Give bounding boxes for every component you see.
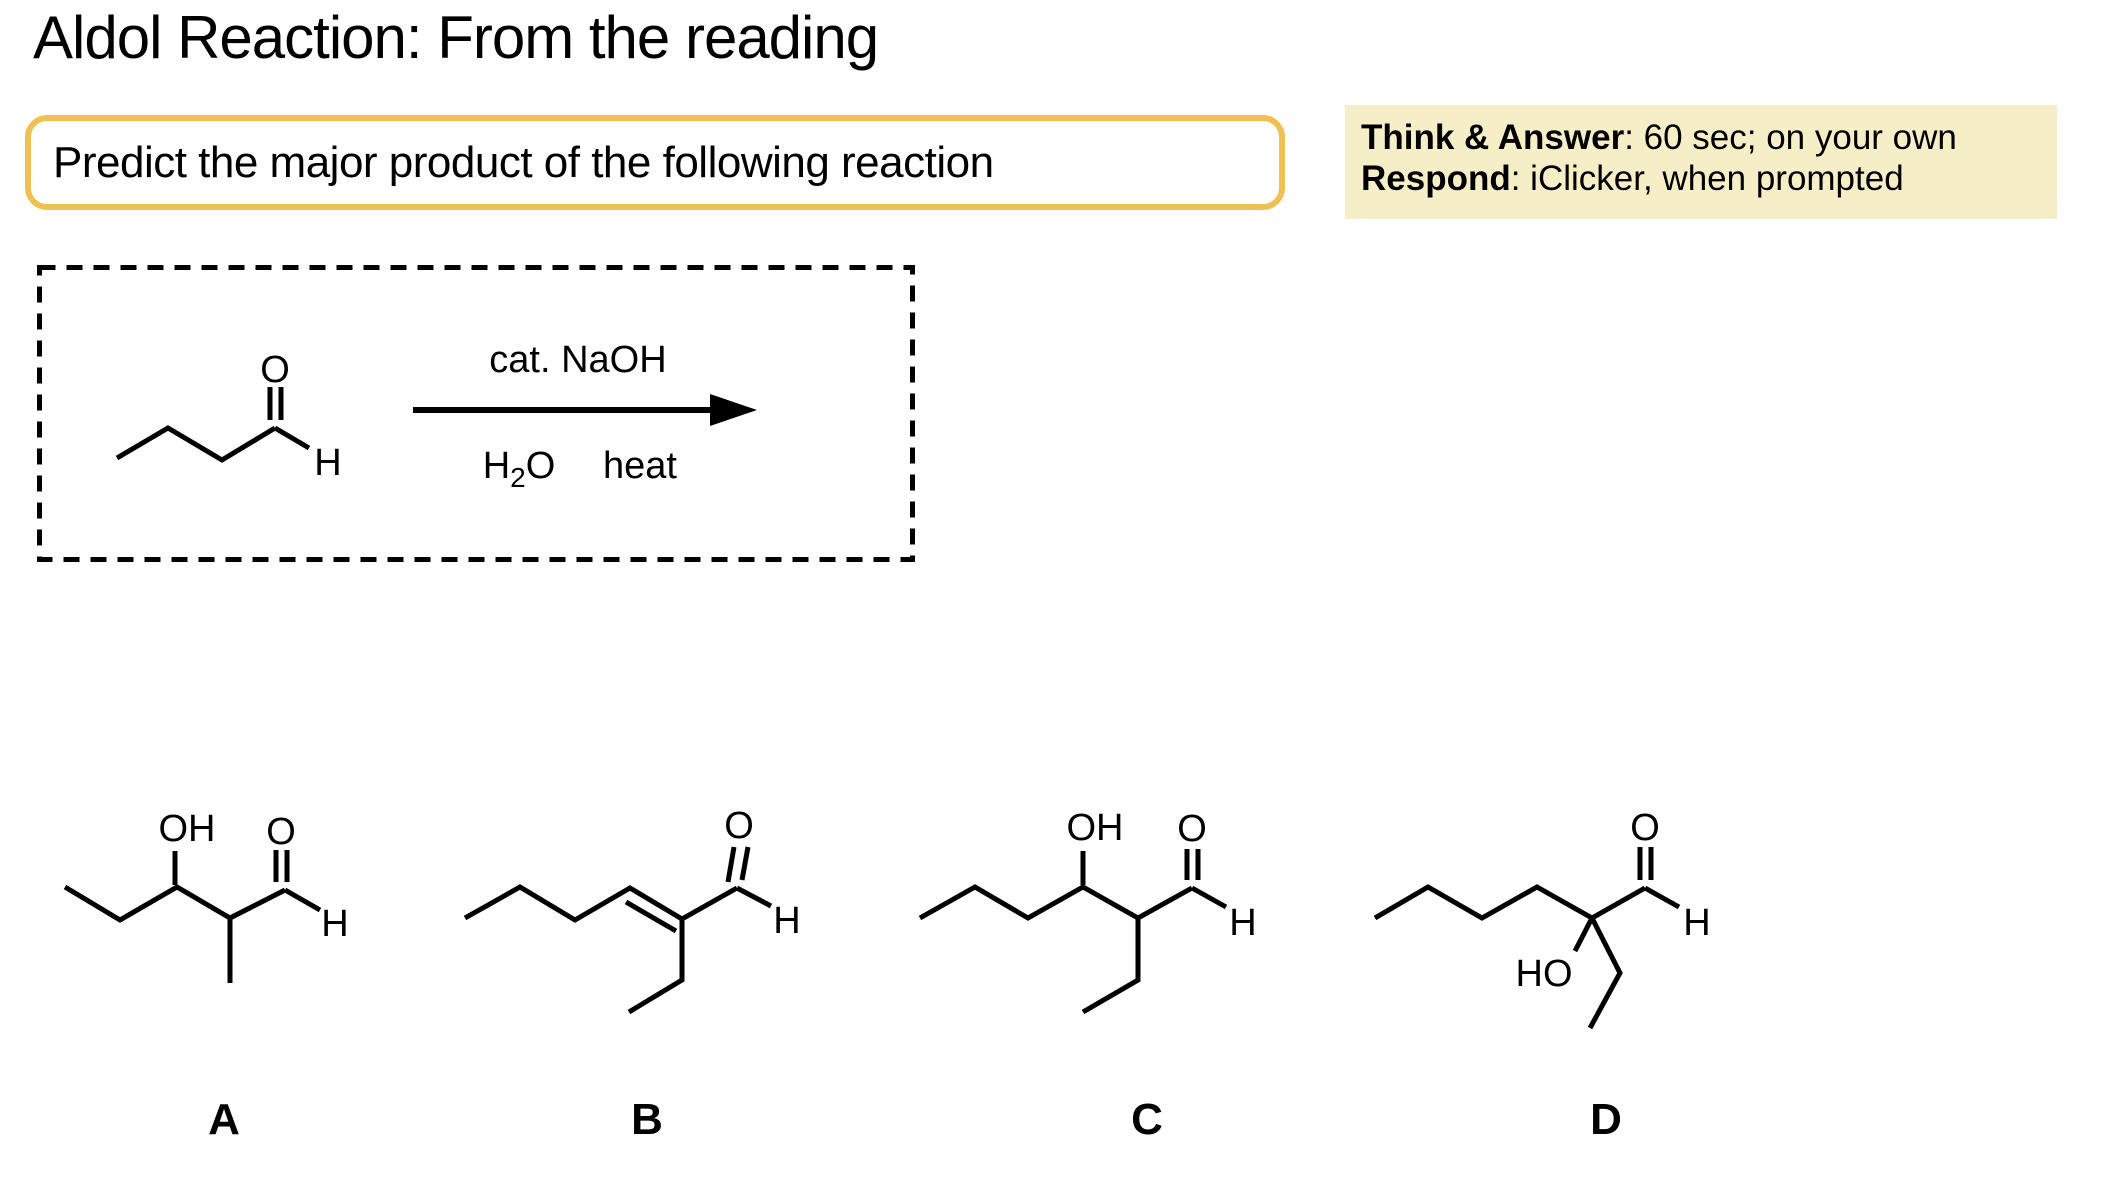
condition-heat-text: heat [603, 445, 677, 487]
note-line-think: Think & Answer: 60 sec; on your own [1361, 117, 2057, 158]
answer-structure-d-drawing: HO O H [1373, 807, 1711, 1030]
carbonyl-oxygen-label: O [260, 349, 290, 391]
answer-structure-b-drawing: O H [463, 805, 801, 1015]
ethyl-branch [1081, 918, 1141, 1015]
hydroxyl-label: HO [1516, 953, 1573, 995]
hydroxyl-label: OH [1067, 807, 1124, 849]
note-respond-rest: : iClicker, when prompted [1510, 159, 1904, 198]
answer-structure-a-drawing: OH O H [63, 808, 349, 983]
arrow-head [710, 394, 757, 426]
carbon-skeleton [463, 884, 739, 923]
condition-catalyst-text: cat. NaOH [489, 339, 666, 381]
aldehyde-h-bond [283, 887, 322, 913]
carbonyl-oxygen-label: O [266, 811, 296, 853]
carbon-skeleton [63, 884, 287, 923]
answer-structure-c: OH O H [880, 805, 1300, 1040]
formula-o: O [526, 445, 556, 487]
hydroxyl-bond [1572, 916, 1595, 953]
note-think-label: Think & Answer [1361, 118, 1625, 157]
carbonyl-double-bond [739, 846, 751, 881]
aldehyde-h-label: H [314, 442, 341, 484]
hydroxyl-label: OH [159, 808, 216, 850]
reaction-scheme-drawing: O H cat. NaOH H2O heat [37, 265, 915, 562]
aldehyde-h-bond [273, 425, 311, 451]
page-title: Aldol Reaction: From the reading [33, 4, 879, 71]
reaction-arrow [413, 394, 757, 426]
answer-label-c: C [1131, 1095, 1163, 1144]
formula-h: H [483, 445, 510, 487]
formula-subscript: 2 [510, 462, 526, 493]
reactant-structure: O H [115, 349, 342, 484]
carbonyl-oxygen-label: O [1630, 807, 1660, 849]
note-think-rest: : 60 sec; on your own [1624, 118, 1957, 157]
aldehyde-h-label: H [1683, 902, 1710, 944]
think-answer-note-box: Think & Answer: 60 sec; on your own Resp… [1345, 105, 2057, 219]
dashed-border [37, 265, 915, 562]
carbon-skeleton [115, 425, 277, 463]
answer-structure-c-drawing: OH O H [918, 807, 1257, 1015]
carbonyl-double-bond [725, 846, 737, 883]
carbon-skeleton [1373, 884, 1647, 921]
ethyl-branch [1587, 916, 1623, 1030]
note-respond-label: Respond [1361, 159, 1511, 198]
condition-solvent-text: H2O [483, 445, 556, 493]
aldehyde-h-bond [1643, 885, 1681, 910]
answer-structure-b: O H [430, 805, 830, 1035]
aldehyde-h-label: H [1229, 902, 1256, 944]
aldehyde-h-label: H [321, 903, 348, 945]
aldehyde-h-label: H [773, 900, 800, 942]
carbonyl-oxygen-label: O [1177, 808, 1207, 850]
ethyl-branch [627, 919, 685, 1015]
question-prompt-text: Predict the major product of the followi… [53, 137, 994, 187]
answer-label-b: B [631, 1095, 663, 1144]
carbonyl-oxygen-label: O [724, 805, 754, 847]
answer-label-a: A [208, 1095, 240, 1144]
aldehyde-h-bond [735, 885, 773, 909]
answer-structure-d: HO O H [1340, 805, 1770, 1050]
alkene-double-bond [624, 899, 678, 934]
answer-label-d: D [1590, 1095, 1622, 1144]
answer-structure-a: OH O H [40, 805, 360, 1015]
question-prompt-box: Predict the major product of the followi… [25, 115, 1285, 210]
carbon-skeleton [918, 884, 1194, 921]
aldehyde-h-bond [1190, 885, 1228, 910]
reaction-scheme-box: O H cat. NaOH H2O heat [37, 265, 915, 562]
note-line-respond: Respond: iClicker, when prompted [1361, 158, 2057, 199]
